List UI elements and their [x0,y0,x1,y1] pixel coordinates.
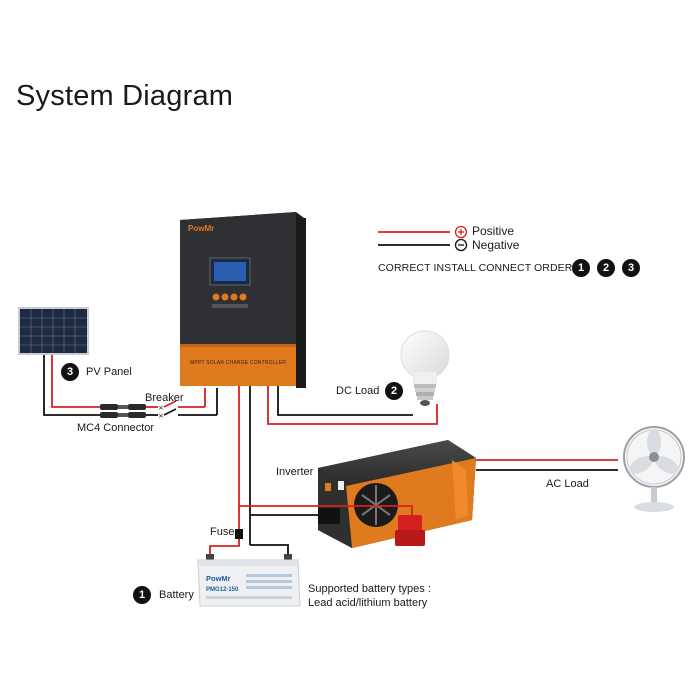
supported-battery-title: Supported battery types : [308,583,431,595]
pv-panel-label: PV Panel [86,366,132,378]
dc-load-order-badge: 2 [385,382,403,400]
supported-battery-list: Lead acid/lithium battery [308,597,428,609]
page-title: System Diagram [16,80,234,112]
svg-text:×: × [158,412,164,420]
fuse-label: Fuse [210,526,235,538]
charge-controller-icon [180,212,306,388]
ac-load-label: AC Load [546,478,589,490]
order-badge-1: 1 [572,259,590,277]
svg-text:PowMr: PowMr [206,574,231,583]
battery-icon: PowMr PMG12-150 [197,554,301,607]
inverter-positive-wire [239,505,413,516]
positive-symbol-icon [454,225,468,239]
install-order-label: CORRECT INSTALL CONNECT ORDER: [378,262,576,274]
pv-panel-icon [18,307,89,355]
svg-text:×: × [158,404,164,412]
controller-brand: PowMr [188,224,215,233]
fuse-icon [235,529,243,539]
breaker-label: Breaker [145,392,184,404]
negative-symbol-icon [454,238,468,252]
mc4-connector-icon [100,404,146,418]
order-badge-3: 3 [622,259,640,277]
svg-text:PMG12-150: PMG12-150 [206,587,239,593]
dc-load-positive-wire [267,386,438,425]
dc-load-label: DC Load [336,385,380,397]
pv-negative-wire [43,355,100,416]
battery-label: Battery [159,589,194,601]
pv-positive-wire [51,355,100,408]
controller-model-strip: MPPT SOLAR CHARGE CONTROLLER [190,360,287,366]
dc-load-negative-wire [277,386,413,416]
mc4-label: MC4 Connector [77,422,155,434]
inverter-label: Inverter [276,466,314,478]
pv-order-badge: 3 [61,363,79,381]
order-badge-2: 2 [597,259,615,277]
battery-order-badge: 1 [133,586,151,604]
bulb-icon [400,330,450,406]
breaker-icon: × × [158,400,177,420]
legend-negative-label: Negative [472,238,520,252]
legend-positive-label: Positive [472,224,515,238]
fan-icon [623,426,685,512]
inverter-icon [318,440,476,548]
